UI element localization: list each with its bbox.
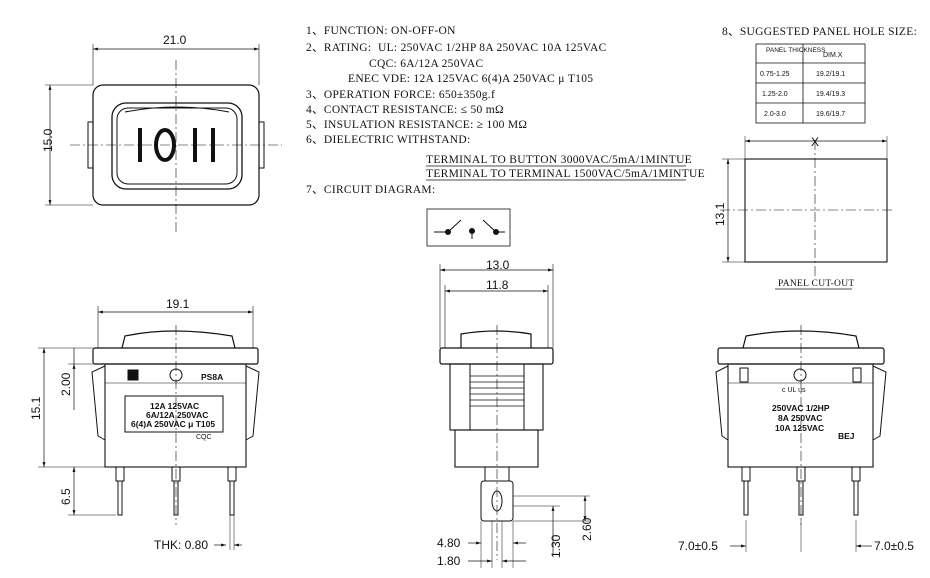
dim-terminal-depth: 2.60 <box>580 517 594 541</box>
spec-dielectric-terminal: TERMINAL TO TERMINAL 1500VAC/5mA/1MINTUE <box>426 168 705 180</box>
dim-front-offset: 2.00 <box>59 372 73 396</box>
panel-cutout-label: PANEL CUT-OUT <box>778 279 854 289</box>
front-model: PS8A <box>201 372 223 382</box>
spec-function: 1、FUNCTION: ON-OFF-ON <box>306 25 456 37</box>
panel-row-3-dim: 19.6/19.7 <box>816 111 845 118</box>
front-label-line3: 6(4)A 250VAC μ T105 <box>131 419 215 429</box>
dim-terminal-hole: 1.80 <box>437 554 461 568</box>
panel-row-3-thickness: 2.0-3.0 <box>764 111 786 118</box>
spec-circuit-diagram: 7、CIRCUIT DIAGRAM: <box>306 184 435 196</box>
dim-pin-pitch-right: 7.0±0.5 <box>874 539 914 553</box>
panel-header-dim: DIM.X <box>823 52 843 59</box>
panel-row-2-dim: 19.4/19.3 <box>816 91 845 98</box>
dim-pin-pitch-left: 7.0±0.5 <box>678 539 718 553</box>
dim-top-width: 21.0 <box>163 33 187 47</box>
panel-header-thickness: PANEL THICKNESS <box>766 47 826 54</box>
dim-terminal-slot: 1.30 <box>549 534 563 558</box>
spec-operation-force: 3、OPERATION FORCE: 650±350g.f <box>306 89 495 101</box>
back-pins <box>741 466 861 516</box>
dim-terminal-width: 4.80 <box>437 536 461 550</box>
spec-dielectric: 6、DIELECTRIC WITHSTAND: <box>306 134 471 146</box>
dim-pin-length: 6.5 <box>59 488 73 505</box>
spec-contact-resistance: 4、CONTACT RESISTANCE: ≤ 50 mΩ <box>306 104 504 116</box>
spec-rating-enec: ENEC VDE: 12A 125VAC 6(4)A 250VAC μ T105 <box>348 73 593 85</box>
spec-rating-ul: UL: 250VAC 1/2HP 8A 250VAC 10A 125VAC <box>378 42 607 54</box>
panel-table <box>755 43 866 124</box>
back-cert: c UL us <box>782 387 806 394</box>
dim-top-height: 15.0 <box>41 128 55 152</box>
panel-row-2-thickness: 1.25-2.0 <box>762 91 788 98</box>
dim-cutout-width: X <box>811 135 819 149</box>
top-view <box>45 44 282 232</box>
dim-side-inner: 11.8 <box>486 278 509 292</box>
side-view <box>439 264 590 568</box>
dim-front-height: 15.1 <box>29 396 43 420</box>
spec-rating-cqc: CQC: 6A/12A 250VAC <box>369 58 483 70</box>
panel-cutout <box>720 136 895 290</box>
front-label-marks: CQC <box>196 434 212 441</box>
back-label-line3: 10A 125VAC <box>775 423 824 433</box>
front-label-line1: 12A 125VAC <box>150 401 199 411</box>
panel-row-1-thickness: 0.75-1.25 <box>760 71 790 78</box>
front-view <box>38 306 260 550</box>
dim-thickness: THK: 0.80 <box>154 538 208 552</box>
panel-row-1-dim: 19.2/19.1 <box>816 71 845 78</box>
spec-rating-label: 2、RATING: <box>306 42 371 54</box>
spec-dielectric-button: TERMINAL TO BUTTON 3000VAC/5mA/1MINTUE <box>426 154 692 166</box>
dim-front-width: 19.1 <box>166 297 190 311</box>
back-brand: BEJ <box>838 431 855 441</box>
back-view <box>715 325 887 552</box>
rocker-symbols <box>138 128 215 162</box>
dim-side-width: 13.0 <box>486 258 510 272</box>
dim-cutout-height: 13.1 <box>713 202 727 226</box>
front-label-line2: 6A/12A 250VAC <box>146 410 208 420</box>
back-label-line1: 250VAC 1/2HP <box>772 403 830 413</box>
back-label-line2: 8A 250VAC <box>778 413 822 423</box>
spec-insulation-resistance: 5、INSULATION RESISTANCE: ≥ 100 MΩ <box>306 119 527 131</box>
panel-table-title: 8、SUGGESTED PANEL HOLE SIZE: <box>722 26 917 38</box>
circuit-diagram <box>426 208 511 247</box>
